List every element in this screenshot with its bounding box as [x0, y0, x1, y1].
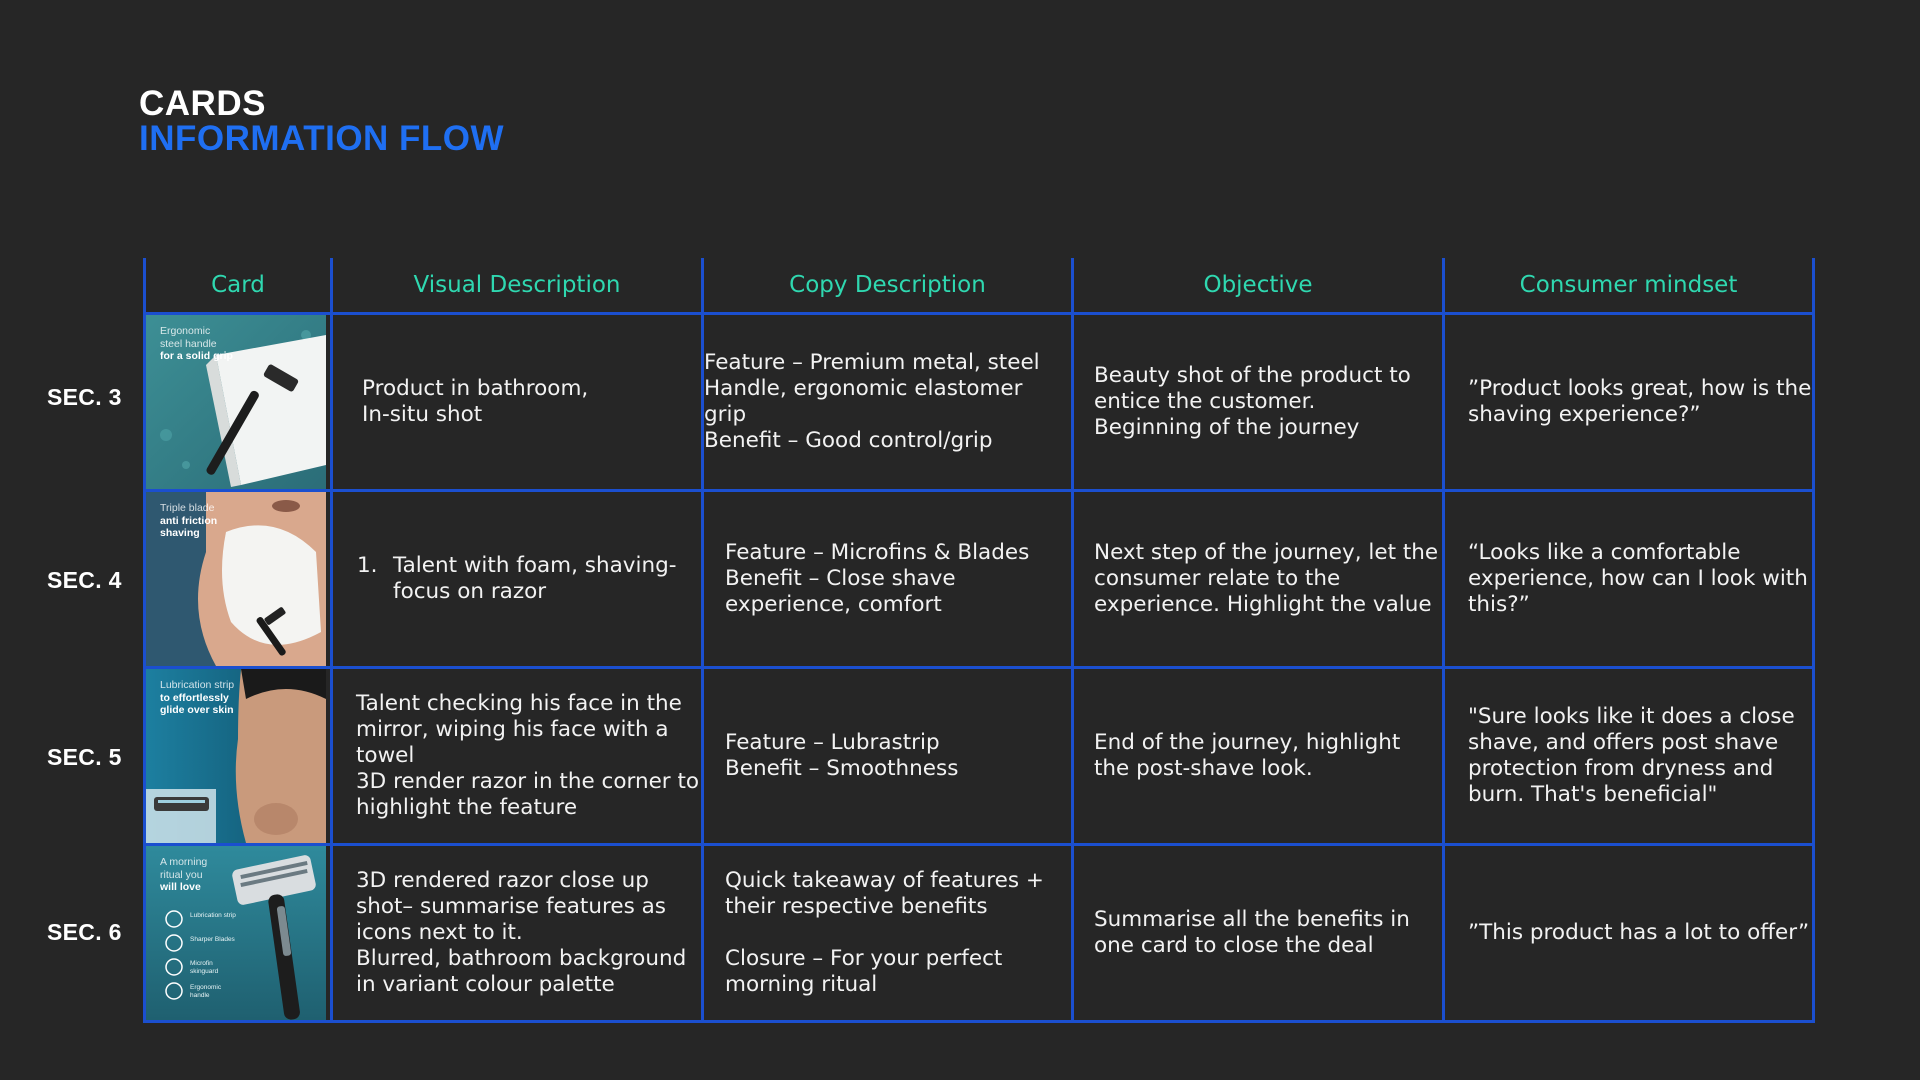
- table-header-row: Card Visual Description Copy Description…: [143, 258, 1815, 315]
- man-mirror-image: [146, 669, 326, 843]
- visual-description-text: Talent with foam, shaving- focus on razo…: [393, 553, 677, 604]
- card-image-lubrication-strip: Lubrication strip to effortlessly glide …: [146, 669, 326, 843]
- copy-description-cell: Feature – Microfins & Blades Benefit – C…: [701, 489, 1074, 669]
- consumer-mindset-cell: "Sure looks like it does a close shave, …: [1442, 666, 1815, 846]
- section-label-4: SEC. 4: [47, 567, 122, 593]
- column-header-card: Card: [143, 258, 333, 315]
- paragraph-gap: [725, 920, 1071, 946]
- copy-description-line: Closure – For your perfect morning ritua…: [725, 946, 1003, 997]
- column-header-visual-description: Visual Description: [330, 258, 704, 315]
- information-flow-table: Card Visual Description Copy Description…: [143, 258, 1815, 1023]
- visual-description-cell: Product in bathroom, In-situ shot: [330, 312, 704, 492]
- visual-description-line: In-situ shot: [362, 402, 483, 427]
- card-image-morning-ritual: A morning ritual you will love Lubricati…: [146, 846, 326, 1020]
- card-caption-line: ritual you: [160, 868, 203, 881]
- feature-icon-label: Sharper Blades: [190, 936, 235, 943]
- section-label-3: SEC. 3: [47, 384, 122, 410]
- card-caption: Lubrication strip to effortlessly glide …: [160, 679, 270, 717]
- visual-description-line: Product in bathroom,: [362, 376, 589, 401]
- objective-line: Beauty shot of the product to entice the…: [1094, 363, 1411, 414]
- visual-description-cell: 3D rendered razor close up shot– summari…: [330, 843, 704, 1023]
- card-cell: Triple blade anti friction shaving: [143, 489, 333, 669]
- title-line-information-flow: INFORMATION FLOW: [139, 119, 505, 158]
- visual-description-line: 3D rendered razor close up shot– summari…: [356, 868, 666, 945]
- razor-on-towel-image: [146, 315, 326, 489]
- feature-icon-label: Ergonomic handle: [190, 984, 222, 999]
- objective-cell: End of the journey, highlight the post-s…: [1071, 666, 1445, 846]
- visual-description-cell: 1. Talent with foam, shaving- focus on ra…: [330, 489, 704, 669]
- copy-description-cell: Feature – Premium metal, steel Handle, e…: [701, 312, 1074, 492]
- feature-icon-label: Lubrication strip: [190, 912, 236, 919]
- column-header-consumer-mindset: Consumer mindset: [1442, 258, 1815, 315]
- feature-icon-label: Microfin skinguard: [190, 960, 219, 975]
- consumer-mindset-cell: ”Product looks great, how is the shaving…: [1442, 312, 1815, 492]
- copy-description-line: Benefit – Close shave experience, comfor…: [725, 566, 956, 617]
- card-caption: Triple blade anti friction shaving: [160, 502, 270, 540]
- copy-description-line: Benefit – Smoothness: [725, 756, 959, 781]
- copy-description-line: Feature – Lubrastrip: [725, 730, 940, 755]
- card-caption-line: will love: [160, 881, 201, 893]
- copy-description-line: Benefit – Good control/grip: [704, 428, 993, 453]
- card-caption-line: to effortlessly: [160, 691, 229, 704]
- table-row: Triple blade anti friction shaving 1. Tal…: [143, 489, 1815, 669]
- visual-description-line: 3D render razor in the corner to highlig…: [356, 769, 700, 820]
- table-row: Lubrication strip to effortlessly glide …: [143, 666, 1815, 846]
- consumer-mindset-cell: “Looks like a comfortable experience, ho…: [1442, 489, 1815, 669]
- card-caption-line: steel handle: [160, 337, 217, 350]
- card-image-triple-blade: Triple blade anti friction shaving: [146, 492, 326, 666]
- table-row: Ergonomic steel handle for a solid grip …: [143, 312, 1815, 492]
- visual-description-line: Blurred, bathroom background in variant …: [356, 946, 687, 997]
- card-image-ergonomic-handle: Ergonomic steel handle for a solid grip: [146, 315, 326, 489]
- razor-closeup-image: [146, 846, 326, 1020]
- card-caption-line: for a solid grip: [160, 350, 233, 362]
- objective-cell: Beauty shot of the product to entice the…: [1071, 312, 1445, 492]
- visual-description-line: Talent checking his face in the mirror, …: [356, 691, 682, 768]
- objective-cell: Next step of the journey, let the consum…: [1071, 489, 1445, 669]
- man-shaving-image: [146, 492, 326, 666]
- card-caption-line: anti friction: [160, 514, 218, 527]
- card-caption-line: Ergonomic: [160, 325, 211, 337]
- card-caption: A morning ritual you will love: [160, 856, 270, 894]
- table-row: A morning ritual you will love Lubricati…: [143, 843, 1815, 1023]
- feature-icon-labels: Lubrication strip Sharper Blades Microfi…: [190, 912, 240, 1008]
- card-cell: A morning ritual you will love Lubricati…: [143, 843, 333, 1023]
- copy-description-cell: Feature – Lubrastrip Benefit – Smoothnes…: [701, 666, 1074, 846]
- copy-description-line: Feature – Microfins & Blades: [725, 540, 1030, 565]
- visual-description-cell: Talent checking his face in the mirror, …: [330, 666, 704, 846]
- card-caption: Ergonomic steel handle for a solid grip: [160, 325, 270, 363]
- card-caption-line: shaving: [160, 527, 200, 539]
- objective-line: Beginning of the journey: [1094, 415, 1360, 440]
- card-cell: Ergonomic steel handle for a solid grip: [143, 312, 333, 492]
- copy-description-line: Quick takeaway of features + their respe…: [725, 868, 1044, 919]
- card-caption-line: Lubrication strip: [160, 679, 235, 691]
- page-title: CARDS INFORMATION FLOW: [139, 86, 504, 156]
- column-header-copy-description: Copy Description: [701, 258, 1074, 315]
- card-caption-line: glide over skin: [160, 704, 234, 716]
- copy-description-cell: Quick takeaway of features + their respe…: [701, 843, 1074, 1023]
- section-label-5: SEC. 5: [47, 744, 122, 770]
- card-caption-line: Triple blade: [160, 502, 215, 514]
- card-cell: Lubrication strip to effortlessly glide …: [143, 666, 333, 846]
- column-header-objective: Objective: [1071, 258, 1445, 315]
- card-caption-line: A morning: [160, 856, 208, 868]
- list-number: 1.: [357, 553, 378, 578]
- section-label-6: SEC. 6: [47, 919, 122, 945]
- title-line-cards: CARDS: [139, 84, 266, 123]
- copy-description-line: Feature – Premium metal, steel Handle, e…: [704, 350, 1040, 427]
- consumer-mindset-cell: ”This product has a lot to offer”: [1442, 843, 1815, 1023]
- objective-cell: Summarise all the benefits in one card t…: [1071, 843, 1445, 1023]
